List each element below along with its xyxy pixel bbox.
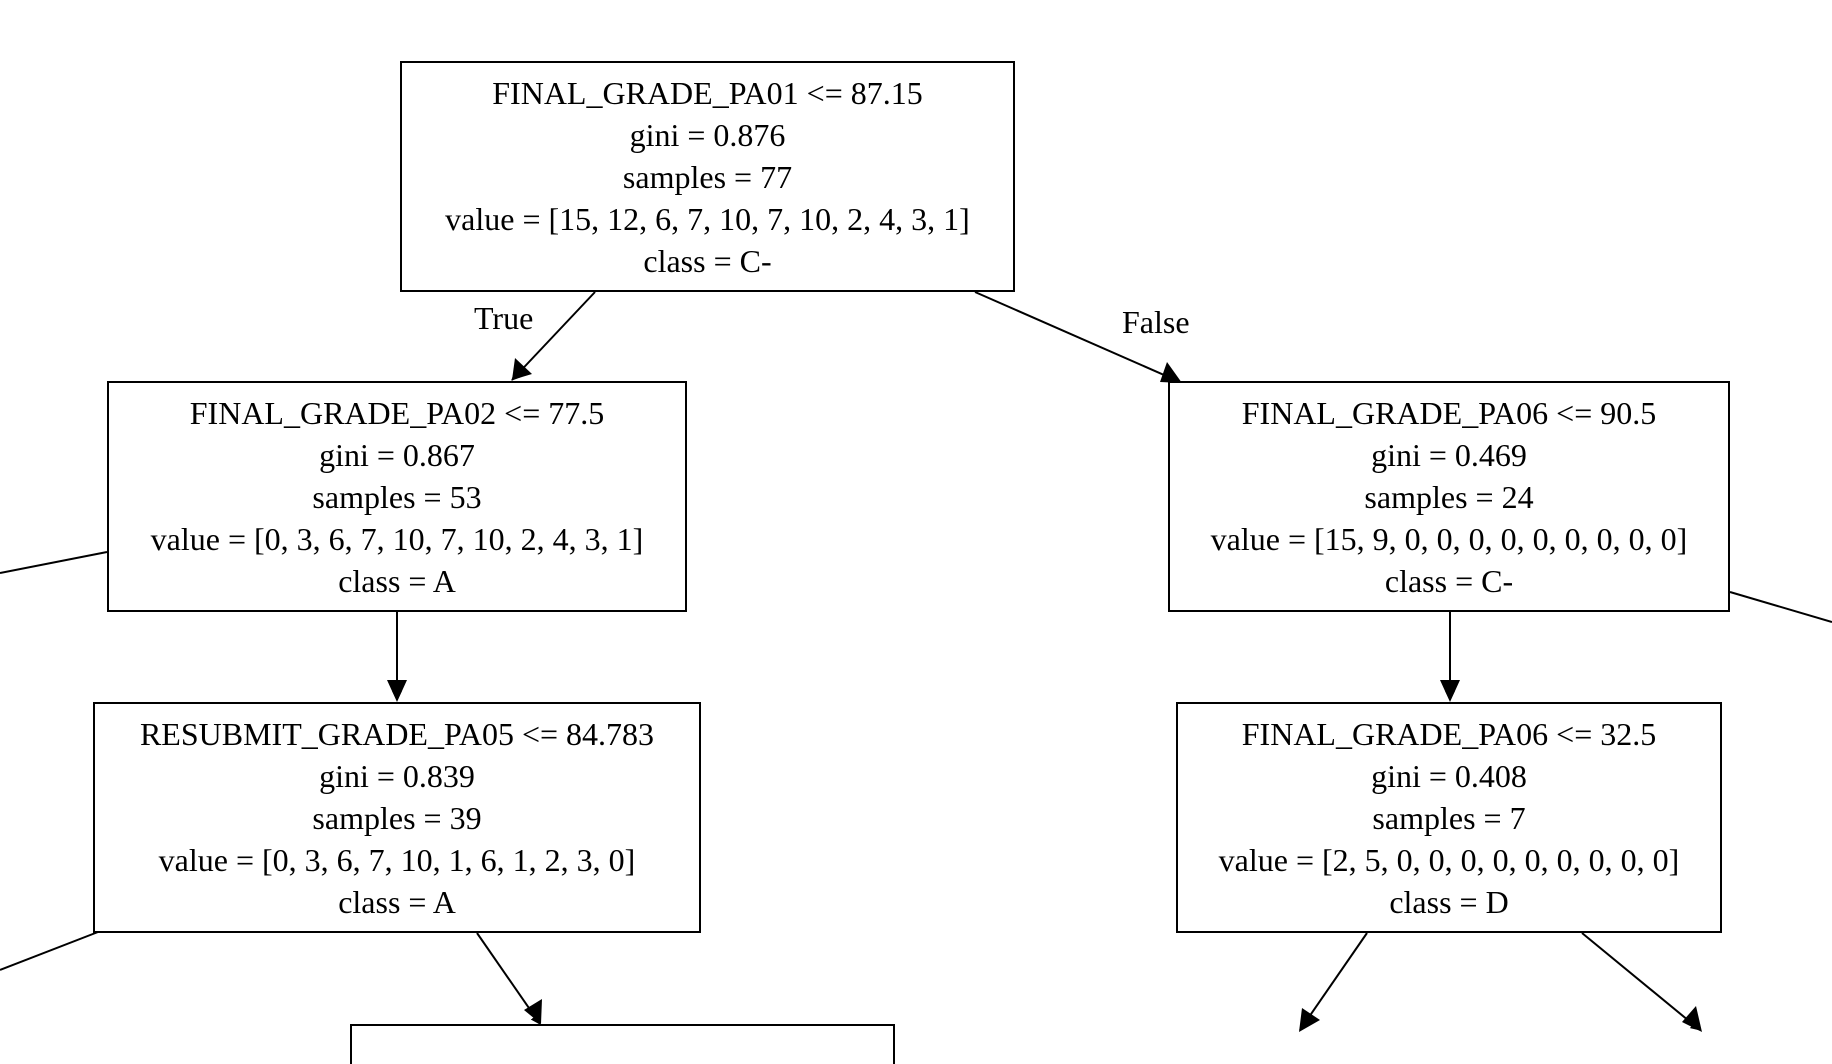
node-class: class = D [1389, 883, 1509, 920]
arrowhead [512, 358, 532, 380]
edge-left-offscreen [0, 551, 108, 574]
node-gini: gini = 0.469 [1371, 436, 1527, 473]
tree-edges [0, 291, 1832, 1032]
arrowhead [1160, 362, 1182, 383]
arrowhead [1682, 1006, 1702, 1032]
node-value: value = [2, 5, 0, 0, 0, 0, 0, 0, 0, 0, 0… [1218, 841, 1680, 878]
node-value: value = [15, 12, 6, 7, 10, 7, 10, 2, 4, … [445, 200, 970, 237]
arrowhead [524, 999, 542, 1024]
node-samples: samples = 39 [312, 799, 482, 836]
node-gini: gini = 0.867 [319, 436, 475, 473]
node-gini: gini = 0.839 [319, 757, 475, 794]
node-samples: samples = 24 [1364, 478, 1534, 515]
node-samples: samples = 53 [312, 478, 482, 515]
node-split: FINAL_GRADE_PA06 <= 32.5 [1241, 715, 1657, 752]
arrowhead [387, 680, 407, 702]
node-value: value = [0, 3, 6, 7, 10, 7, 10, 2, 4, 3,… [150, 520, 644, 557]
node-value: value = [15, 9, 0, 0, 0, 0, 0, 0, 0, 0, … [1210, 520, 1688, 557]
node-value: value = [0, 3, 6, 7, 10, 1, 6, 1, 2, 3, … [158, 841, 636, 878]
node-class: class = C- [1384, 562, 1514, 599]
edge-right-offscreen [1729, 591, 1832, 623]
edge-label-true: True [474, 300, 534, 336]
node-class: class = C- [643, 242, 772, 279]
edge-root-right [974, 291, 1181, 383]
edge-root-left [511, 291, 596, 381]
node-gini: gini = 0.408 [1371, 757, 1527, 794]
tree-node-left-child: RESUBMIT_GRADE_PA05 <= 84.783 gini = 0.8… [93, 702, 701, 933]
tree-node-root: FINAL_GRADE_PA01 <= 87.15 gini = 0.876 s… [400, 61, 1015, 292]
arrowhead [1299, 1008, 1320, 1032]
node-class: class = A [338, 883, 456, 920]
edge-rightchild-downleft [1299, 932, 1368, 1031]
tree-node-left: FINAL_GRADE_PA02 <= 77.5 gini = 0.867 sa… [107, 381, 687, 612]
edge-label-false: False [1122, 304, 1190, 340]
node-split: FINAL_GRADE_PA02 <= 77.5 [189, 394, 605, 431]
tree-node-right-child: FINAL_GRADE_PA06 <= 32.5 gini = 0.408 sa… [1176, 702, 1722, 933]
node-samples: samples = 7 [1372, 799, 1526, 836]
node-split: RESUBMIT_GRADE_PA05 <= 84.783 [139, 715, 655, 752]
arrowhead [1440, 680, 1460, 702]
edge-leftchild-offscreen [0, 931, 99, 971]
tree-node-bottom-partial [350, 1024, 895, 1064]
node-gini: gini = 0.876 [629, 116, 786, 153]
node-split: FINAL_GRADE_PA01 <= 87.15 [492, 74, 923, 111]
tree-node-right: FINAL_GRADE_PA06 <= 90.5 gini = 0.469 sa… [1168, 381, 1730, 612]
node-samples: samples = 77 [622, 158, 793, 195]
edge-rightchild-downright [1581, 932, 1701, 1031]
node-split: FINAL_GRADE_PA06 <= 90.5 [1241, 394, 1657, 431]
node-class: class = A [338, 562, 456, 599]
